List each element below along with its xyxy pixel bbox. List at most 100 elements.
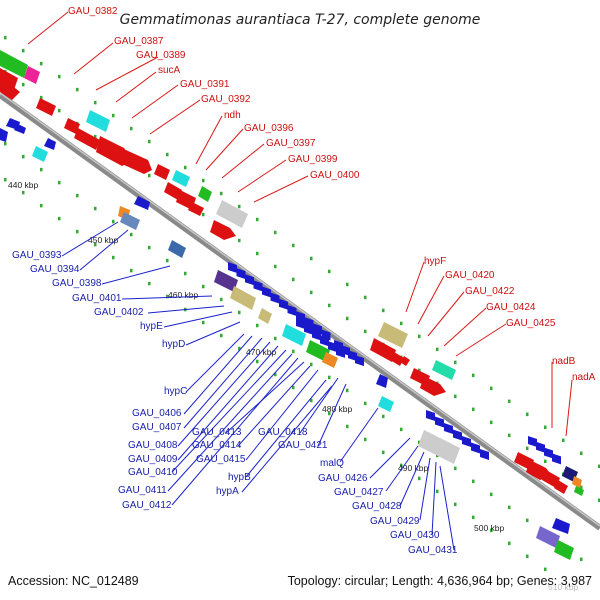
gene-feature[interactable] [198,186,212,202]
gene-label[interactable]: GAU_0387 [114,36,164,47]
gene-label[interactable]: hypA [216,486,239,497]
gene-feature[interactable] [0,80,20,100]
gene-feature[interactable] [134,196,150,210]
gene-feature[interactable] [304,323,313,335]
gene-label[interactable]: GAU_0389 [136,50,186,61]
gene-feature[interactable] [262,286,271,298]
gene-label[interactable]: GAU_0430 [390,530,440,541]
gene-label[interactable]: GAU_0425 [506,318,556,329]
gene-feature[interactable] [122,150,152,174]
gene-label[interactable]: GAU_0400 [310,170,360,181]
gene-label[interactable]: GAU_0412 [122,500,172,511]
gene-feature[interactable] [44,138,56,150]
gene-feature[interactable] [164,182,182,200]
gene-feature[interactable] [188,202,204,216]
gene-label[interactable]: hypE [140,321,163,332]
gene-feature[interactable] [64,118,80,134]
gene-feature[interactable] [322,352,338,368]
gene-feature[interactable] [480,448,489,460]
gene-feature[interactable] [120,212,140,230]
gene-feature[interactable] [228,262,237,273]
gene-label[interactable]: GAU_0411 [118,485,167,496]
gene-label[interactable]: GAU_0431 [408,545,458,556]
gene-feature[interactable] [528,436,537,447]
gene-feature[interactable] [554,540,574,560]
gene-label[interactable]: ndh [224,110,241,121]
gene-label[interactable]: GAU_0398 [52,278,102,289]
gene-label[interactable]: sucA [158,65,181,76]
gene-label[interactable]: GAU_0422 [465,286,515,297]
gene-feature[interactable] [24,66,40,84]
gene-feature[interactable] [418,430,460,464]
gene-feature[interactable] [245,274,254,286]
gene-feature[interactable] [348,350,357,362]
gene-feature[interactable] [390,352,404,366]
gene-feature[interactable] [572,476,582,488]
gene-feature[interactable] [32,146,48,162]
gene-feature[interactable] [258,308,272,324]
gene-feature[interactable] [0,50,28,78]
gene-label[interactable]: GAU_0401 [72,293,122,304]
gene-feature[interactable] [154,164,170,180]
gene-label[interactable]: GAU_0429 [370,516,420,527]
gene-label[interactable]: GAU_0399 [288,154,338,165]
gene-feature[interactable] [296,318,305,329]
gene-label[interactable]: GAU_0415 [196,454,246,465]
gene-feature[interactable] [172,170,190,187]
gene-feature[interactable] [435,416,444,428]
gene-feature[interactable] [552,518,570,534]
gene-label[interactable]: GAU_0392 [201,94,251,105]
gene-feature[interactable] [253,280,263,292]
gene-feature[interactable] [376,374,388,388]
gene-feature[interactable] [554,480,568,494]
gene-label[interactable]: GAU_0402 [94,307,144,318]
gene-feature[interactable] [453,429,462,441]
gene-label[interactable]: hypC [164,386,187,397]
gene-feature[interactable] [282,324,306,346]
gene-feature[interactable] [216,200,248,228]
gene-feature[interactable] [74,128,100,150]
gene-label[interactable]: GAU_0408 [128,440,178,451]
gene-feature[interactable] [214,270,238,292]
gene-feature[interactable] [378,322,408,348]
gene-feature[interactable] [574,486,584,496]
gene-label[interactable]: GAU_0426 [318,473,368,484]
gene-feature[interactable] [544,447,553,459]
gene-feature[interactable] [536,441,545,453]
gene-feature[interactable] [542,470,560,488]
gene-label[interactable]: GAU_0391 [180,79,230,90]
gene-feature[interactable] [536,526,560,548]
gene-feature[interactable] [471,442,480,454]
gene-feature[interactable] [462,435,471,447]
gene-label[interactable]: nadA [572,372,596,383]
gene-feature[interactable] [236,268,246,280]
gene-feature[interactable] [287,304,297,316]
gene-label[interactable]: GAU_0420 [445,270,495,281]
gene-label[interactable]: GAU_0393 [12,250,62,261]
gene-label[interactable]: nadB [552,356,576,367]
gene-feature[interactable] [279,298,288,310]
gene-label[interactable]: hypF [424,256,446,267]
gene-label[interactable]: GAU_0382 [68,6,118,17]
gene-label[interactable]: hypB [228,472,251,483]
gene-label[interactable]: GAU_0428 [352,501,402,512]
gene-feature[interactable] [355,355,364,367]
gene-label[interactable]: GAU_0406 [132,408,182,419]
gene-feature[interactable] [270,292,280,304]
gene-feature[interactable] [0,128,8,142]
gene-label[interactable]: GAU_0407 [132,422,182,433]
gene-label[interactable]: GAU_0409 [128,454,178,465]
gene-label[interactable]: GAU_0394 [30,264,80,275]
gene-feature[interactable] [552,453,561,465]
gene-feature[interactable] [426,410,435,421]
gene-feature[interactable] [432,360,456,380]
gene-label[interactable]: GAU_0397 [266,138,316,149]
gene-label[interactable]: GAU_0414 [192,440,242,451]
gene-label[interactable]: hypD [162,339,185,350]
gene-feature[interactable] [378,396,394,412]
gene-feature[interactable] [36,98,56,116]
gene-label[interactable]: GAU_0418 [258,427,308,438]
gene-feature[interactable] [210,220,236,240]
gene-feature[interactable] [334,340,343,351]
gene-feature[interactable] [230,286,256,310]
